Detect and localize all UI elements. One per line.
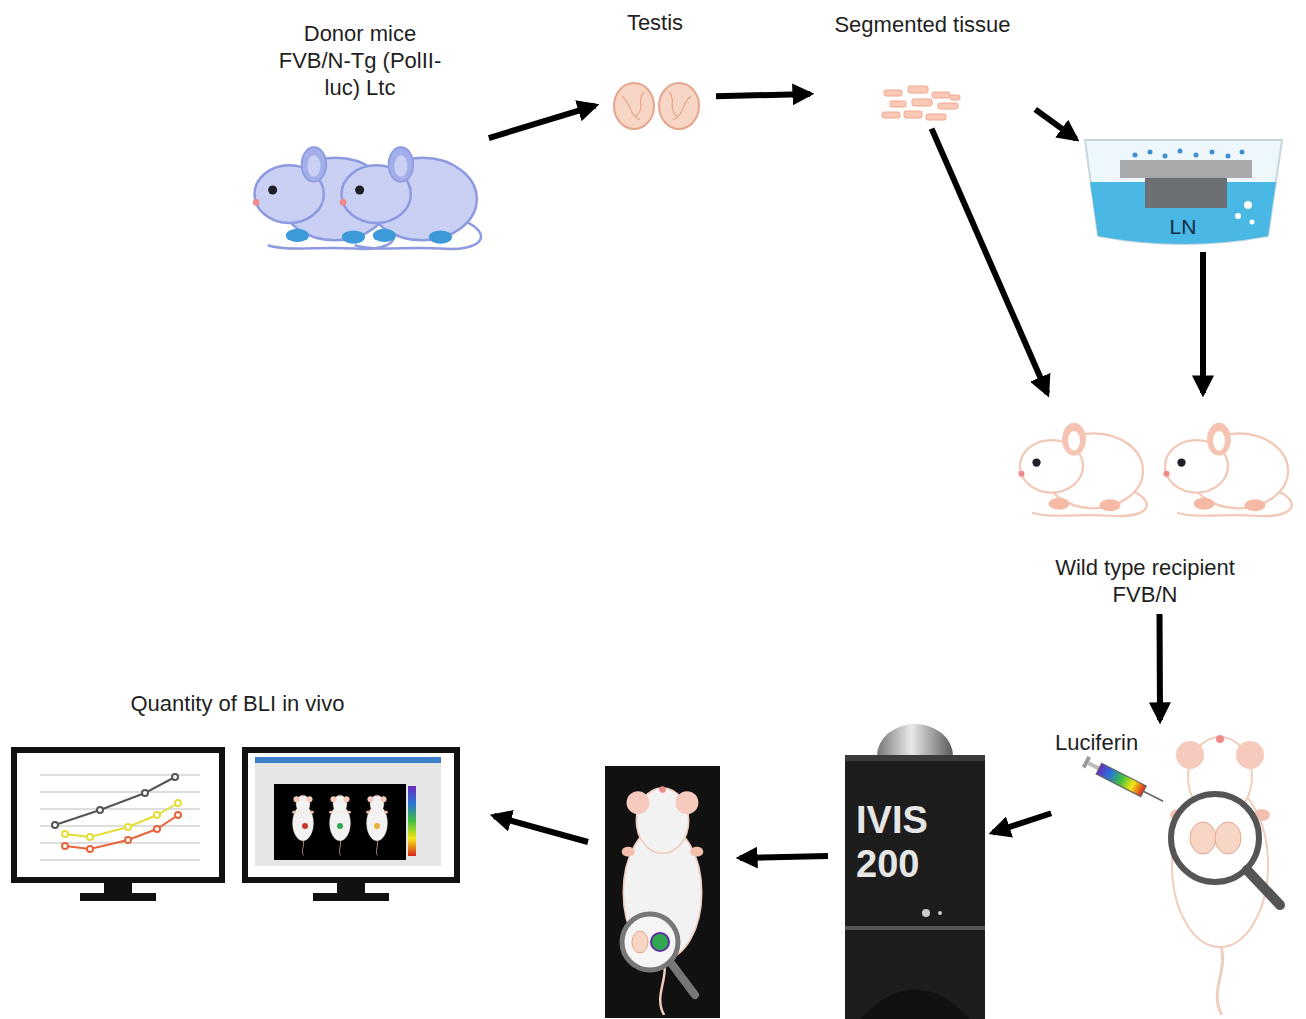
recipient-mice <box>1019 424 1292 517</box>
bli-quantity-group: Quantity of BLI in vivo <box>5 688 472 913</box>
testis-group: Testis <box>600 5 712 132</box>
recipient-group: Wild type recipient FVB/N <box>1000 398 1290 610</box>
flow-arrow <box>1035 109 1076 139</box>
flow-arrow <box>1200 252 1206 393</box>
donor-group: Donor mice FVB/N-Tg (PolII-luc) Ltc <box>235 12 485 277</box>
bli-image-panel <box>605 766 720 1018</box>
imaged-mouse <box>1170 735 1280 1015</box>
luciferin-step: Luciferin <box>1055 725 1290 1015</box>
node-label: Segmented tissue <box>815 11 1030 38</box>
node-label: IVIS 200 <box>856 798 956 886</box>
ivis-imager: IVIS 200 <box>840 722 988 1017</box>
node-label: LN <box>1158 214 1208 240</box>
ln-dish: LN <box>1080 130 1285 248</box>
tissue-group: Segmented tissue <box>815 5 1032 125</box>
tissue-pieces <box>882 86 960 120</box>
flow-arrows <box>494 816 828 858</box>
monitors <box>14 750 457 901</box>
flow-arrow <box>716 94 810 96</box>
flow-arrow <box>932 129 1048 394</box>
node-label: Donor mice FVB/N-Tg (PolII-luc) Ltc <box>270 20 450 101</box>
flow-arrow <box>993 813 1051 832</box>
syringe <box>1082 756 1166 807</box>
node-label: Luciferin <box>1055 729 1155 756</box>
node-label: Quantity of BLI in vivo <box>5 690 470 717</box>
ivis-imager <box>845 724 985 1019</box>
node-label: Wild type recipient FVB/N <box>1030 554 1260 608</box>
donor-mice <box>253 147 481 249</box>
liquid-nitrogen-dish <box>1085 140 1282 244</box>
node-label: Testis <box>600 9 710 36</box>
testis-icon <box>614 83 699 129</box>
flow-arrow <box>489 106 595 139</box>
flow-arrow <box>1157 614 1164 720</box>
